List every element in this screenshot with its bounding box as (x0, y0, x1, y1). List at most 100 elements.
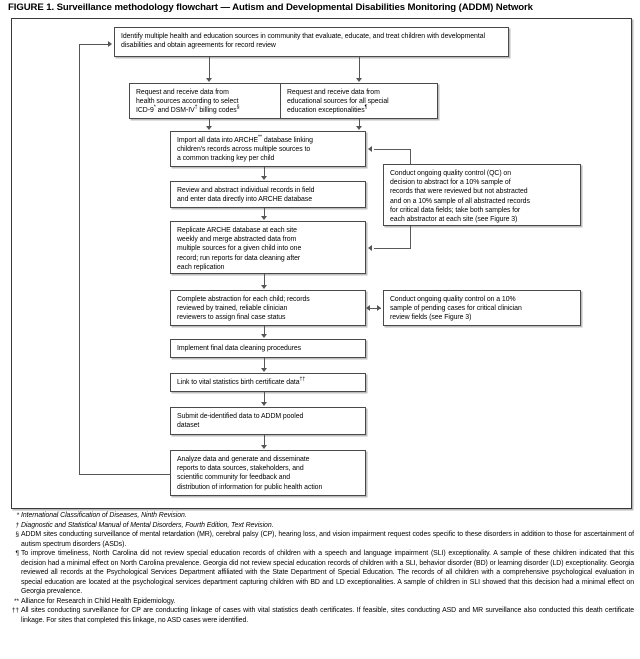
flow-node-replicate-arche: Replicate ARCHE database at each site we… (170, 221, 366, 274)
vital-stats-label: Link to vital statistics birth certifica… (177, 379, 300, 386)
arrowhead-complete-to-qc-clinician (377, 305, 381, 311)
flowchart-canvas: Identify multiple health and education s… (11, 18, 632, 509)
node-text-line2: health sources according to select (136, 98, 239, 106)
connector-qc-abstraction-to-import (374, 149, 411, 151)
node-text-line1: Implement final data cleaning procedures (177, 345, 302, 352)
node-text-line3: review fields (see Figure 3) (390, 314, 472, 322)
footnote-text: To improve timeliness, North Carolina di… (21, 550, 634, 596)
node-text-line1: Analyze data and generate and disseminat… (177, 456, 310, 463)
node-text-line2: dataset (177, 422, 200, 430)
connector-qc-abstraction-down (410, 226, 412, 249)
flow-node-qc-clinician: Conduct ongoing quality control on a 10%… (383, 290, 581, 326)
node-text-line3: a common tracking key per child (177, 155, 275, 163)
footnotes-section: * International Classification of Diseas… (8, 511, 634, 626)
connector-qc-abstraction-up (410, 149, 412, 165)
footnote-mark-double-dagger: †† (299, 376, 306, 383)
node-text-line1: Review and abstract individual records i… (177, 187, 315, 194)
node-text-line6: each abstractor at each site (see Figure… (390, 216, 518, 224)
node-text-line2: reports to data sources, stakeholders, a… (177, 465, 304, 473)
footnote-mark-pilcrow: ¶ (364, 105, 368, 112)
connector-replicate-to-complete (264, 274, 265, 285)
flow-node-link-vital-statistics: Link to vital statistics birth certifica… (170, 373, 366, 392)
node-text-line1: Replicate ARCHE database at each site (177, 227, 297, 234)
footnote-text: All sites conducting surveillance for CP… (21, 607, 634, 625)
connector-health-to-import (209, 119, 210, 126)
footnote-item: ** Alliance for Research in Child Health… (8, 597, 634, 607)
footnote-mark: § (15, 531, 19, 539)
connector-submit-to-analyze (264, 435, 265, 445)
flow-node-request-education-data: Request and receive data from educationa… (280, 83, 438, 119)
connector-feedback-horizontal-top (79, 44, 109, 45)
flow-node-qc-abstraction: Conduct ongoing quality control (QC) on … (383, 164, 581, 226)
footnote-item: ¶ To improve timeliness, North Carolina … (8, 549, 635, 597)
footnote-mark-section: § (236, 105, 240, 112)
page-title: FIGURE 1. Surveillance methodology flowc… (8, 2, 533, 13)
connector-qc-abstraction-to-replicate (374, 248, 411, 250)
node-text-line1: Complete abstraction for each child; rec… (177, 296, 310, 303)
arrowhead-health-to-import (206, 126, 212, 130)
flow-node-identify-sources: Identify multiple health and education s… (114, 27, 509, 57)
node-text-line1: Conduct ongoing quality control (QC) on (390, 170, 512, 177)
node-text-line3: ICD-9* and DSM-IV† billing codes§ (136, 106, 283, 115)
node-text-line1: Conduct ongoing quality control on a 10% (390, 296, 516, 303)
connector-import-to-review (264, 167, 265, 176)
flow-node-submit-pooled: Submit de-identified data to ADDM pooled… (170, 407, 366, 435)
node-text-line3: education exceptionalities¶ (287, 106, 432, 115)
footnote-mark: †† (11, 607, 19, 615)
node-text-line5: for critical data fields; take both samp… (390, 206, 521, 214)
connector-vital-to-submit (264, 392, 265, 402)
footnote-text: Diagnostic and Statistical Manual of Men… (21, 521, 274, 529)
node-text-line2: children's records across multiple sourc… (177, 146, 311, 154)
dsm-label: and DSM-IV (155, 107, 195, 115)
arrowhead-import-to-review (261, 176, 267, 180)
footnote-mark: † (15, 521, 19, 529)
footnote-mark-dagger: † (194, 105, 198, 112)
node-text-line2: and enter data directly into ARCHE datab… (177, 196, 312, 204)
footnote-mark-asterisk: * (153, 105, 156, 112)
exceptionalities-label: education exceptionalities (287, 107, 365, 115)
arrowhead-qc-abstraction-to-import (368, 146, 372, 152)
arrowhead-feedback-to-identify (108, 41, 112, 47)
footnote-item: †† All sites conducting surveillance for… (8, 606, 634, 625)
footnote-mark: * (16, 512, 19, 519)
node-text-line2: educational sources for all special (287, 98, 389, 106)
arche-label: Import all data into ARCHE (177, 137, 259, 144)
node-text-line1: Request and receive data from (136, 89, 229, 96)
connector-feedback-vertical (79, 44, 80, 475)
connector-education-to-import (359, 119, 360, 126)
arrowhead-vital-to-submit (261, 402, 267, 406)
arrowhead-qc-abstraction-to-replicate (368, 245, 372, 251)
node-text-line1: Submit de-identified data to ADDM pooled (177, 413, 304, 420)
footnote-item: † Diagnostic and Statistical Manual of M… (8, 521, 634, 531)
node-text-line1: Import all data into ARCHE** database li… (177, 134, 360, 145)
connector-complete-to-qc-clinician (370, 308, 381, 310)
arrowhead-complete-to-cleaning (261, 334, 267, 338)
arrowhead-education-to-import (356, 126, 362, 130)
node-text-line1: Request and receive data from (287, 89, 380, 96)
footnote-text: Alliance for Research in Child Health Ep… (21, 597, 176, 605)
arrowhead-cleaning-to-vital (261, 368, 267, 372)
connector-review-to-replicate (264, 208, 265, 216)
node-text-line3: multiple sources for a given child into … (177, 245, 302, 253)
node-text-line4: distribution of information for public h… (177, 483, 323, 491)
footnote-text: International Classification of Diseases… (21, 512, 187, 519)
node-text-line2: weekly and merge abstracted data from (177, 236, 297, 244)
node-text-line2: reviewed by trained, reliable clinician (177, 305, 288, 313)
node-text-line4: record; run reports for data cleaning af… (177, 254, 301, 262)
arrowhead-replicate-to-complete (261, 285, 267, 289)
connector-identify-to-education (359, 57, 360, 78)
flow-node-review-abstract: Review and abstract individual records i… (170, 181, 366, 208)
arrowhead-review-to-replicate (261, 216, 267, 220)
billing-codes-label: billing codes (197, 107, 237, 115)
footnote-mark: ¶ (15, 550, 20, 558)
flow-node-complete-abstraction: Complete abstraction for each child; rec… (170, 290, 366, 326)
flow-node-analyze-disseminate: Analyze data and generate and disseminat… (170, 450, 366, 496)
connector-cleaning-to-vital (264, 358, 265, 368)
footnote-item: § ADDM sites conducting surveillance of … (8, 530, 634, 549)
footnote-mark-double-asterisk: ** (258, 134, 262, 141)
node-text-line2: sample of pending cases for critical cli… (390, 305, 522, 313)
node-text-line3: reviewers to assign final case status (177, 314, 286, 322)
node-text: Identify multiple health and education s… (121, 33, 485, 50)
footnote-text: ADDM sites conducting surveillance of me… (21, 531, 634, 548)
node-text-line1: Link to vital statistics birth certifica… (177, 376, 360, 387)
